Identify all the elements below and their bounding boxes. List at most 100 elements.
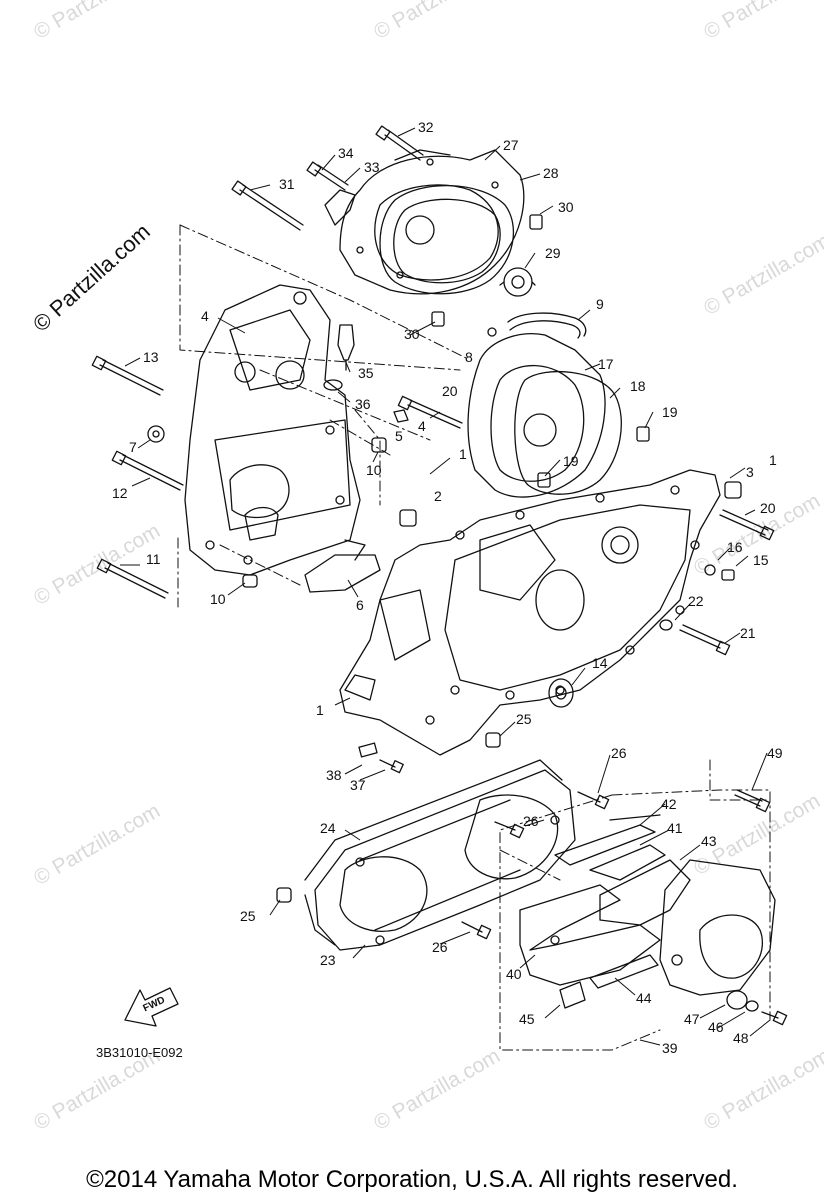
callout-4: 4 [201,308,209,324]
fwd-arrow-icon [124,987,179,1027]
callout-37: 37 [350,777,366,793]
callout-4b: 4 [418,418,426,434]
callout-47: 47 [684,1011,700,1027]
pin-5-2 [393,409,417,527]
callout-40: 40 [506,966,522,982]
diagram-code: 3B31010-E092 [96,1045,183,1060]
air-shroud-17 [467,327,606,498]
gasket-24 [304,759,563,946]
callout-6: 6 [356,597,364,613]
callout-1: 1 [459,446,467,462]
callout-39: 39 [662,1040,678,1056]
oil-seal-7 [147,425,165,443]
callout-28: 28 [543,165,559,181]
crankcase-4 [184,284,361,576]
bolts-26 [461,791,610,940]
callout-19b: 19 [563,453,579,469]
copyright-notice: ©2014 Yamaha Motor Corporation, U.S.A. A… [86,1166,738,1193]
washer-16-nut-15 [704,564,735,581]
callout-18: 18 [630,378,646,394]
gasket-18 [514,370,622,495]
callout-31: 31 [279,176,295,192]
callout-24: 24 [320,820,336,836]
callout-14: 14 [592,655,608,671]
callout-48: 48 [733,1030,749,1046]
callout-15: 15 [753,552,769,568]
emblem-42 [554,814,661,866]
callout-12: 12 [112,485,128,501]
washer-38-bolt-37 [358,742,404,774]
gasket-28 [379,184,515,295]
dowel-10 [242,437,387,588]
dowel-pins-30 [431,214,543,327]
callout-41: 41 [667,820,683,836]
callout-21: 21 [740,625,756,641]
callout-43: 43 [701,833,717,849]
callout-9: 9 [596,296,604,312]
callout-36: 36 [355,396,371,412]
callout-35: 35 [358,365,374,381]
callout-30b: 30 [404,326,420,342]
clamp-33 [324,189,356,226]
bolts-13-12-11 [91,355,184,599]
callout-3: 3 [746,464,754,480]
callout-13: 13 [143,349,159,365]
callout-25b: 25 [240,908,256,924]
callout-1b: 1 [769,452,777,468]
callout-8: 8 [465,349,473,365]
emblem-44 [589,954,659,989]
callout-22: 22 [688,593,704,609]
callout-49: 49 [767,745,783,761]
callout-26b: 26 [523,813,539,829]
callout-29: 29 [545,245,561,261]
callout-17: 17 [598,356,614,372]
bolt-20-right [719,509,775,541]
callout-42: 42 [661,796,677,812]
bolts-31-32-34 [231,125,424,231]
dowel-19 [537,426,650,488]
plate-40 [519,884,661,986]
assembly-guide-lines [177,224,771,1051]
dowel-3 [724,481,742,499]
callout-38: 38 [326,767,342,783]
callout-26: 26 [611,745,627,761]
bolt-21 [679,624,731,656]
washer-22 [659,619,673,631]
bolt-20-upper [397,395,463,429]
callout-20: 20 [442,383,458,399]
callout-11: 11 [146,551,161,567]
callout-30: 30 [558,199,574,215]
callout-34: 34 [338,145,354,161]
callout-16: 16 [727,539,743,555]
crankcase-1 [339,469,721,756]
crankcase-cover-23 [314,769,576,951]
callout-10b: 10 [210,591,226,607]
callout-27: 27 [503,137,519,153]
leader-lines [120,127,771,1046]
callout-2: 2 [434,488,442,504]
callout-7: 7 [129,439,137,455]
tip-45 [559,981,586,1009]
outer-cover-43 [659,859,776,996]
callout-20b: 20 [760,500,776,516]
bearing-29 [499,267,536,297]
dowels-25 [276,732,501,903]
callout-19: 19 [662,404,678,420]
callout-5: 5 [395,428,403,444]
callout-45: 45 [519,1011,535,1027]
bracket-6 [304,539,381,593]
oil-seal-14 [548,678,574,708]
callout-26c: 26 [432,939,448,955]
callout-1c: 1 [316,702,324,718]
collar-47-washer-46-bolt-48 [726,990,788,1026]
crankcase-cover-27 [339,149,525,295]
callout-10: 10 [366,462,382,478]
callout-44: 44 [636,990,652,1006]
emblem-41 [589,844,691,926]
o-ring-36 [323,379,343,391]
callout-46: 46 [708,1019,724,1035]
bolt-49 [734,789,771,813]
callout-23: 23 [320,952,336,968]
hose-9 [507,312,587,339]
